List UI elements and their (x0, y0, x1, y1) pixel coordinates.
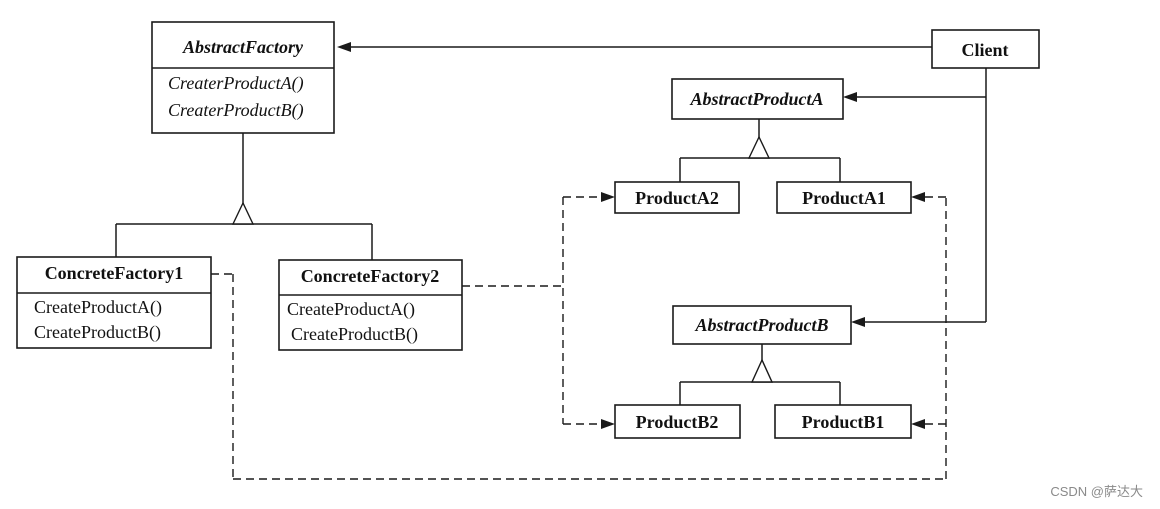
concrete-factory-2-name: ConcreteFactory2 (301, 266, 440, 286)
abstract-product-a-class: AbstractProductA (671, 78, 844, 120)
product-b2-name: ProductB2 (636, 412, 719, 432)
product-b1-name: ProductB1 (802, 412, 885, 432)
product-a-generalization-triangle (747, 135, 771, 159)
product-a2-name: ProductA2 (635, 188, 719, 208)
concrete-factory-1-dependencies (211, 192, 947, 480)
client-to-abstract-products-association (843, 68, 987, 327)
product-a1-class: ProductA1 (776, 181, 912, 214)
product-b2-class: ProductB2 (614, 404, 741, 439)
product-b-generalization-triangle (750, 358, 774, 383)
factory-generalization-triangle (231, 201, 255, 225)
product-b1-class: ProductB1 (774, 404, 912, 439)
concrete-factory-2-method: CreateProductB() (291, 324, 418, 345)
abstract-factory-method: CreaterProductB() (168, 100, 304, 121)
client-name: Client (962, 40, 1009, 60)
watermark-text: CSDN @萨达大 (1050, 484, 1143, 499)
abstract-product-b-name: AbstractProductB (694, 315, 828, 335)
client-class: Client (931, 29, 1040, 69)
abstract-product-a-name: AbstractProductA (689, 89, 823, 109)
concrete-factory-2-dependencies (462, 192, 615, 429)
abstract-product-b-class: AbstractProductB (672, 305, 852, 345)
factory-inheritance-connector (115, 133, 373, 260)
product-a1-name: ProductA1 (802, 188, 886, 208)
concrete-factory-2-method: CreateProductA() (287, 299, 415, 320)
client-to-abstract-factory-association (337, 42, 932, 52)
product-a2-class: ProductA2 (614, 181, 740, 214)
concrete-factory-2-class: ConcreteFactory2 CreateProductA() Create… (278, 259, 463, 351)
product-a-inheritance-connector (679, 119, 841, 182)
abstract-factory-class: AbstractFactory CreaterProductA() Create… (151, 21, 335, 134)
abstract-factory-method: CreaterProductA() (168, 73, 304, 94)
concrete-factory-1-method: CreateProductA() (34, 297, 162, 318)
concrete-factory-1-class: ConcreteFactory1 CreateProductA() Create… (16, 256, 212, 349)
product-b-inheritance-connector (679, 344, 841, 405)
abstract-factory-name: AbstractFactory (182, 37, 304, 57)
concrete-factory-1-name: ConcreteFactory1 (45, 263, 184, 283)
concrete-factory-1-method: CreateProductB() (34, 322, 161, 343)
